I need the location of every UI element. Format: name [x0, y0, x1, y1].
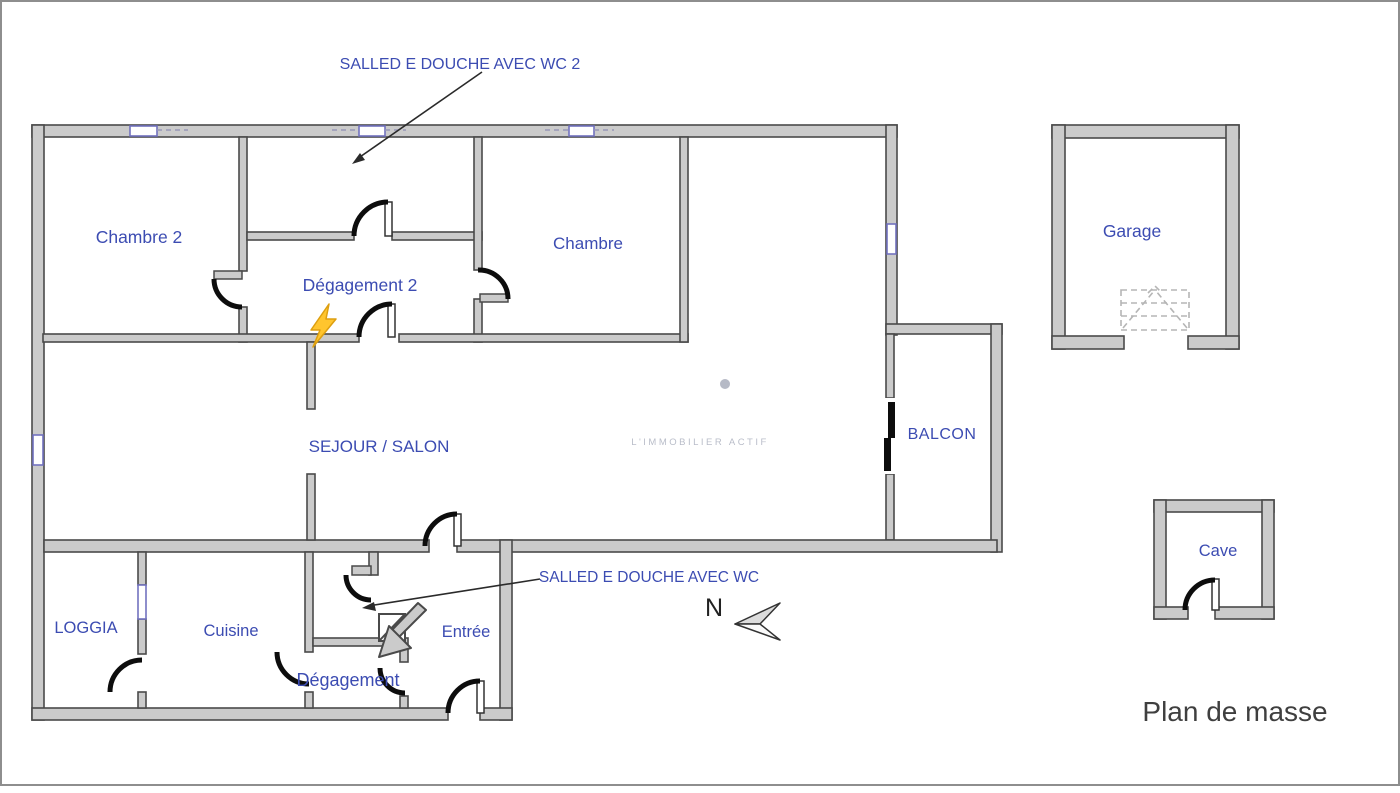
- wall-segment: [1153, 606, 1189, 620]
- wall-segment: [238, 136, 248, 272]
- wall-segment: [391, 231, 483, 241]
- door-arc: [343, 574, 372, 603]
- window-icon: [568, 125, 595, 137]
- annotation-labels: SALLED E DOUCHE AVEC WC 2 SALLED E DOUCH…: [340, 56, 759, 586]
- wall-segment: [473, 136, 483, 271]
- door-arc: [1182, 577, 1216, 611]
- wall-segment: [1153, 499, 1167, 620]
- wall-segment: [306, 473, 316, 541]
- room-label-cave: Cave: [1199, 542, 1238, 560]
- door-leaf: [387, 303, 396, 338]
- compass: N: [705, 594, 781, 641]
- cave-walls: [1153, 499, 1275, 620]
- exterior-walls: [31, 124, 1003, 721]
- wall-segment: [1051, 335, 1125, 350]
- wall-segment: [31, 124, 898, 138]
- entry-arrow-icon: [378, 602, 427, 658]
- annotation-shower2-text: SALLED E DOUCHE AVEC WC 2: [340, 56, 581, 73]
- wall-segment: [885, 473, 895, 541]
- room-label-entree: Entrée: [442, 623, 491, 641]
- door-arc: [356, 301, 393, 338]
- door-leaf: [351, 565, 372, 576]
- door-arc: [274, 651, 310, 687]
- room-label-degagement: Dégagement: [296, 670, 399, 690]
- wall-segment: [1051, 124, 1066, 350]
- wall-segment: [31, 707, 449, 721]
- door-leaf: [476, 680, 485, 714]
- wall-segment: [43, 539, 430, 553]
- room-label-garage: Garage: [1103, 221, 1161, 241]
- window-icon: [886, 223, 897, 255]
- wall-segment: [1261, 499, 1275, 620]
- wall-segment: [31, 124, 45, 721]
- wall-segment: [885, 323, 1003, 335]
- door-leaf: [479, 293, 509, 303]
- door-leaf: [1211, 578, 1220, 611]
- wall-segment: [885, 333, 895, 399]
- wall-segment: [306, 341, 316, 410]
- wall-segment: [1225, 124, 1240, 350]
- wall-segment: [499, 539, 513, 721]
- wall-segment: [1187, 335, 1240, 350]
- door-arc: [351, 199, 389, 237]
- garage-door-icon: [1120, 284, 1190, 331]
- wall-segment: [1214, 606, 1275, 620]
- wall-segment: [304, 691, 314, 709]
- wall-segment: [42, 333, 360, 343]
- wall-segment: [1153, 499, 1275, 513]
- wall-segment: [246, 231, 355, 241]
- watermark-dot-icon: [720, 379, 730, 389]
- room-label-balcon: BALCON: [908, 426, 977, 443]
- wall-segment: [479, 707, 513, 721]
- lightning-bolt-icon: [310, 303, 337, 348]
- windows: [32, 125, 897, 620]
- watermark: L'IMMOBILIER ACTIF: [631, 379, 769, 448]
- compass-arrow-icon: [734, 602, 781, 641]
- wall-segment: [137, 618, 147, 655]
- garage-walls: [1051, 124, 1240, 350]
- wall-segment: [399, 695, 409, 709]
- wall-segment: [1051, 124, 1240, 139]
- wall-segment: [304, 551, 314, 653]
- door-arc: [107, 657, 143, 693]
- room-label-degagement2: Dégagement 2: [303, 275, 418, 295]
- window-icon: [129, 125, 158, 137]
- window-icon: [137, 584, 147, 620]
- wall-segment: [398, 333, 689, 343]
- door-leaf: [213, 270, 243, 280]
- door-leaf: [453, 513, 462, 547]
- annotation-arrow-shower1: [362, 578, 541, 611]
- watermark-text: L'IMMOBILIER ACTIF: [631, 437, 769, 448]
- window-icon: [358, 125, 386, 137]
- door-leaf: [384, 201, 393, 237]
- annotation-arrow-shower2: [352, 71, 483, 164]
- annotation-shower1-text: SALLED E DOUCHE AVEC WC: [539, 569, 759, 586]
- door-arc: [477, 267, 511, 300]
- wall-segment: [137, 691, 147, 709]
- door-arc: [422, 511, 458, 547]
- room-label-chambre2: Chambre 2: [96, 227, 183, 247]
- wall-segment: [990, 323, 1003, 553]
- wall-segment: [679, 136, 689, 343]
- room-label-cuisine: Cuisine: [203, 622, 258, 640]
- room-label-sejour: SEJOUR / SALON: [309, 437, 450, 456]
- wall-segment: [312, 637, 389, 647]
- room-labels: Chambre 2 Dégagement 2 Chambre SEJOUR / …: [54, 221, 1237, 690]
- room-label-chambre: Chambre: [553, 234, 623, 253]
- wall-segment: [368, 551, 379, 576]
- window-icon: [32, 434, 44, 466]
- room-label-loggia: LOGGIA: [54, 619, 117, 637]
- compass-north-label: N: [705, 594, 723, 622]
- door-arc: [445, 678, 481, 714]
- page-title: Plan de masse: [1142, 696, 1327, 727]
- wall-segment: [456, 539, 998, 553]
- doors: [107, 199, 1220, 714]
- door-arc: [377, 667, 406, 696]
- door-arc: [211, 278, 243, 310]
- wall-segment: [137, 551, 147, 586]
- interior-walls: [42, 136, 689, 709]
- sliding-door-icon: [884, 398, 895, 474]
